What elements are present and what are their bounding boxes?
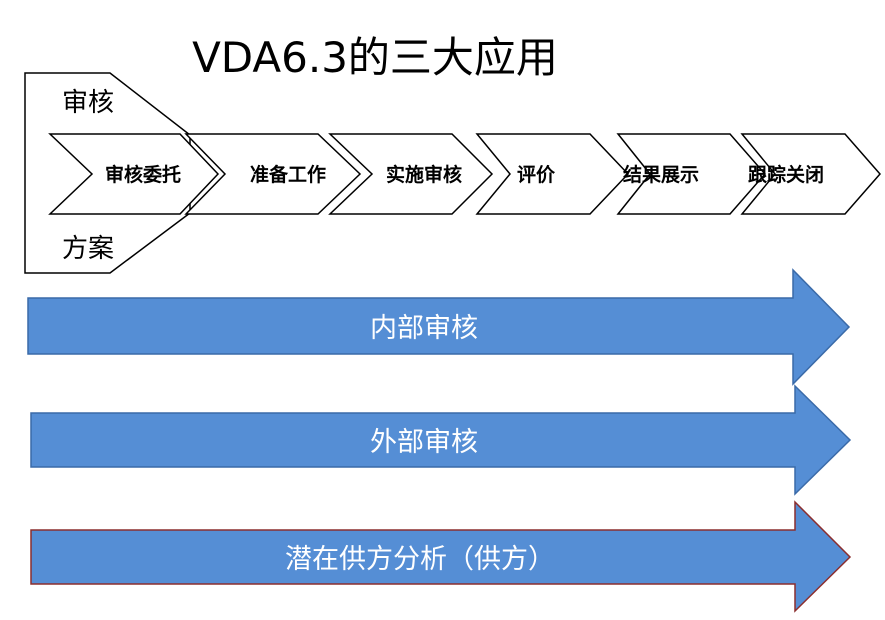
audit-plan-label-top: 审核 bbox=[62, 88, 114, 118]
process-step-3-label: 实施审核 bbox=[386, 163, 462, 186]
internal-audit-label: 内部审核 bbox=[370, 313, 478, 344]
process-step-3-shape bbox=[328, 133, 494, 215]
process-step-2-shape bbox=[184, 133, 362, 215]
internal-audit-arrow bbox=[27, 268, 851, 386]
process-step-6-label: 跟踪关闭 bbox=[748, 163, 824, 186]
process-step-4-shape bbox=[475, 133, 630, 215]
process-step-5-label: 结果展示 bbox=[623, 163, 699, 186]
process-step-1-shape bbox=[48, 133, 220, 215]
potential-supplier-analysis-arrow bbox=[30, 500, 852, 613]
external-audit-arrow bbox=[30, 384, 852, 496]
process-step-4-label: 评价 bbox=[517, 164, 556, 186]
external-audit-label: 外部审核 bbox=[370, 427, 478, 458]
process-step-1-label: 审核委托 bbox=[105, 163, 181, 186]
process-step-5-shape bbox=[616, 133, 766, 215]
page-title: VDA6.3的三大应用 bbox=[192, 33, 558, 82]
potential-supplier-analysis-label: 潜在供方分析（供方） bbox=[285, 544, 555, 575]
process-step-2-label: 准备工作 bbox=[250, 163, 326, 186]
audit-plan-label-bottom: 方案 bbox=[62, 234, 114, 264]
process-step-6-shape bbox=[740, 133, 881, 215]
